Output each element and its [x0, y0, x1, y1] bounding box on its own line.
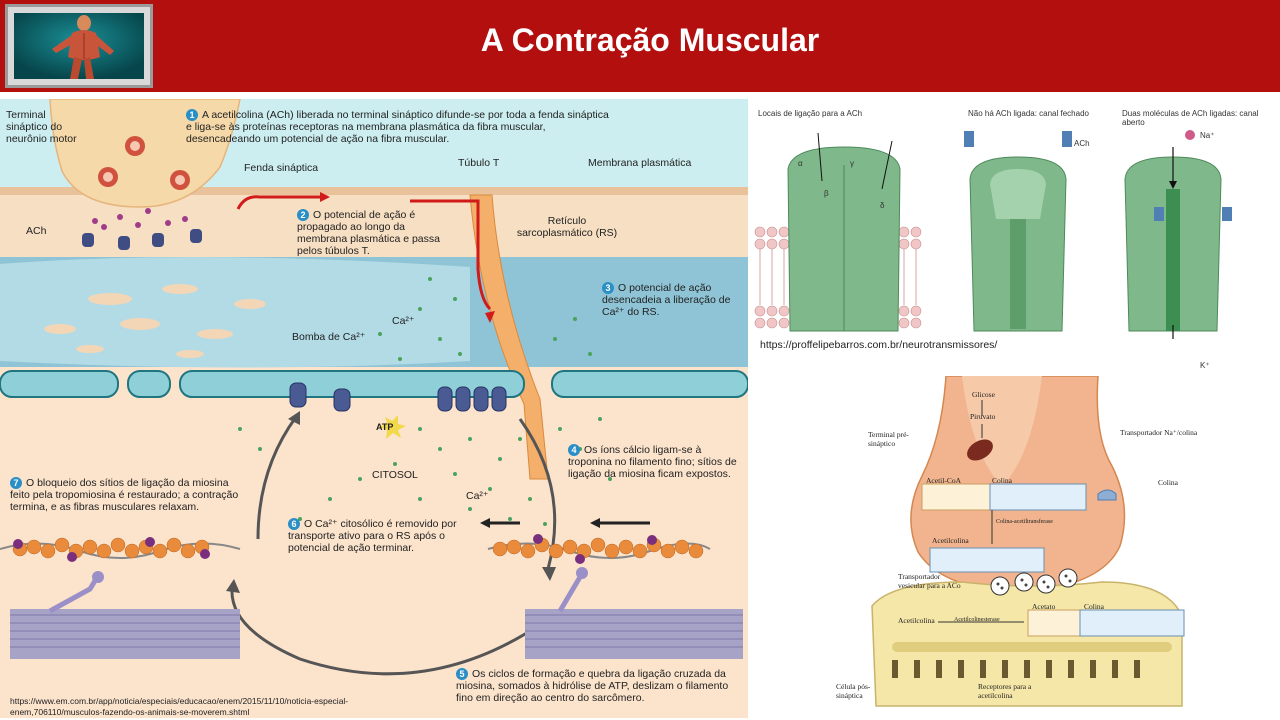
atp-label: ATP	[376, 422, 394, 432]
celula-label: Célula pós-sináptica	[836, 682, 871, 700]
reticulo-label: Retículo sarcoplasmático (RS)	[516, 215, 618, 239]
na-label: Na⁺	[1200, 131, 1215, 140]
ca-label-1: Ca²⁺	[392, 315, 415, 327]
title-bar: A Contração Muscular	[0, 0, 1280, 92]
muscle-anatomy-icon	[14, 13, 144, 79]
source-link[interactable]: https://www.em.com.br/app/noticia/especi…	[10, 696, 349, 717]
caption-1: Locais de ligação para a ACh	[758, 109, 863, 118]
slide-logo	[5, 4, 153, 88]
ca-label-2: Ca²⁺	[466, 490, 489, 502]
bomba-label: Bomba de Ca²⁺	[292, 331, 366, 343]
acetilcolinesterase-label: Acetilcolinesterase	[954, 617, 1000, 623]
caption-2: Não há ACh ligada: canal fechado	[968, 109, 1089, 118]
colina-label: Colina	[992, 476, 1012, 485]
receptor-source-link[interactable]: https://proffelipebarros.com.br/neurotra…	[760, 339, 998, 351]
colina2-label: Colina	[1084, 602, 1104, 611]
subunit-beta: β	[824, 189, 829, 198]
fenda-label: Fenda sináptica	[244, 162, 319, 174]
ach-receptor-figure: Locais de ligação para a ACh Não há ACh …	[752, 99, 1280, 351]
transportador-na-label: Transportador Na⁺/colina	[1120, 428, 1198, 437]
transportador-vesicular-label: Transportador vesicular para a ACo	[898, 572, 961, 590]
page-title: A Contração Muscular	[480, 22, 820, 58]
colina-top-label: Colina	[1158, 478, 1178, 487]
synapse-figure: Terminal pré-sináptico Glicose Piruvato …	[836, 376, 1207, 716]
ach-label-right: ACh	[1074, 139, 1090, 148]
colina-acetiltransferase-label: Colina-acetiltransferase	[996, 519, 1053, 525]
tubulo-label: Túbulo T	[458, 157, 500, 169]
receptores-label: Receptores para a acetilcolina	[978, 682, 1032, 700]
subunit-delta: δ	[880, 201, 885, 210]
k-label: K⁺	[1200, 361, 1210, 370]
acetil-coa-label: Acetil-CoA	[926, 476, 961, 485]
subunit-alpha: α	[798, 159, 803, 168]
acetato-label: Acetato	[1032, 602, 1056, 611]
muscle-contraction-figure: Terminal sináptico do neurônio motor Fen…	[0, 99, 748, 718]
membrana-label: Membrana plasmática	[588, 157, 692, 169]
glicose-label: Glicose	[972, 390, 995, 399]
piruvato-label: Piruvato	[970, 412, 996, 421]
caption-3: Duas moléculas de ACh ligadas: canal abe…	[1122, 109, 1259, 127]
syn-terminal-label: Terminal pré-sináptico	[868, 430, 909, 448]
acetilcolina2-label: Acetilcolina	[898, 616, 935, 625]
acetilcolina-label: Acetilcolina	[932, 536, 969, 545]
terminal-label: Terminal sináptico do neurônio motor	[6, 109, 77, 145]
subunit-gamma: γ	[850, 159, 854, 168]
citosol-label: CITOSOL	[372, 469, 418, 481]
ach-label: ACh	[26, 225, 47, 237]
